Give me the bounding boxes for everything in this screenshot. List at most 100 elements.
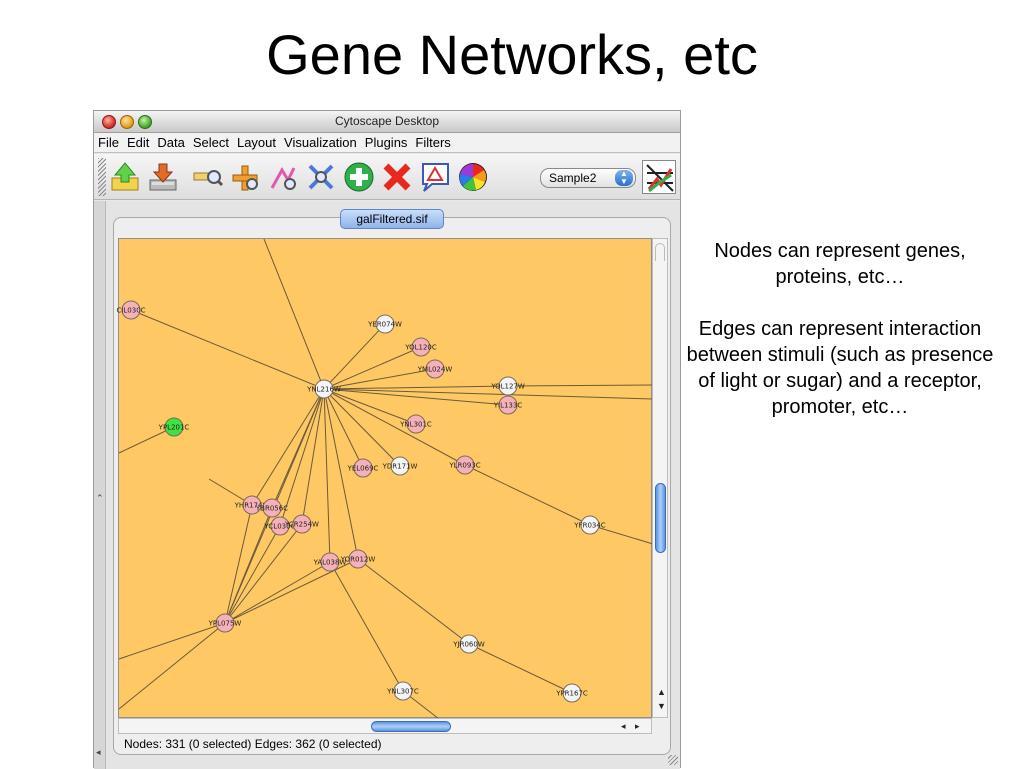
network-node[interactable] bbox=[390, 456, 410, 476]
network-node[interactable] bbox=[242, 495, 262, 515]
network-node-label: YDR171W bbox=[382, 463, 418, 471]
network-edge[interactable] bbox=[279, 388, 325, 527]
close-window-icon[interactable] bbox=[102, 115, 116, 129]
network-edge[interactable] bbox=[301, 388, 325, 525]
open-session-icon[interactable] bbox=[108, 160, 142, 194]
network-node[interactable] bbox=[562, 683, 582, 703]
network-edge[interactable] bbox=[323, 346, 422, 390]
network-edge[interactable] bbox=[224, 525, 281, 624]
network-node-label: YAL038W bbox=[313, 559, 347, 567]
toolbar: Sample2 ▲▼ bbox=[94, 154, 680, 200]
network-node[interactable] bbox=[348, 549, 368, 569]
network-node[interactable] bbox=[164, 417, 184, 437]
network-node[interactable] bbox=[498, 376, 518, 396]
color-wheel-icon[interactable] bbox=[456, 160, 490, 194]
vertical-scrollbar[interactable]: ▲ ▼ bbox=[652, 238, 668, 718]
menu-file[interactable]: File bbox=[98, 135, 119, 150]
add-icon[interactable] bbox=[342, 160, 376, 194]
toolbar-grip[interactable] bbox=[98, 158, 106, 196]
network-edge[interactable] bbox=[118, 622, 226, 710]
network-node[interactable] bbox=[455, 455, 475, 475]
left-panel-divider[interactable]: ⌃ ◂ bbox=[94, 201, 106, 769]
window-title: Cytoscape Desktop bbox=[334, 114, 440, 128]
network-edge[interactable] bbox=[224, 504, 253, 624]
network-edge[interactable] bbox=[130, 309, 325, 390]
menu-edit[interactable]: Edit bbox=[126, 135, 150, 150]
zoom-in-icon[interactable] bbox=[190, 160, 224, 194]
network-node[interactable] bbox=[498, 395, 518, 415]
menu-layout[interactable]: Layout bbox=[236, 135, 277, 150]
window-titlebar[interactable]: Cytoscape Desktop bbox=[94, 111, 680, 133]
network-edge[interactable] bbox=[263, 238, 325, 390]
zoom-window-icon[interactable] bbox=[138, 115, 152, 129]
network-edge[interactable] bbox=[118, 622, 226, 660]
network-node[interactable] bbox=[580, 515, 600, 535]
scroll-right-icon[interactable]: ▸ bbox=[635, 721, 640, 731]
network-node[interactable] bbox=[393, 681, 413, 701]
network-node[interactable] bbox=[353, 458, 373, 478]
network-node[interactable] bbox=[406, 414, 426, 434]
network-node[interactable] bbox=[425, 359, 445, 379]
horizontal-scroll-thumb[interactable] bbox=[371, 721, 451, 732]
network-edge[interactable] bbox=[224, 558, 359, 624]
network-node-label: YCL030C bbox=[264, 523, 296, 531]
menu-plugins[interactable]: Plugins bbox=[364, 135, 408, 150]
network-edge[interactable] bbox=[251, 388, 325, 506]
network-edge[interactable] bbox=[468, 643, 573, 694]
network-edge[interactable] bbox=[357, 558, 470, 645]
collapse-left-icon[interactable]: ◂ bbox=[96, 747, 101, 757]
network-edge[interactable] bbox=[323, 388, 401, 467]
network-edge[interactable] bbox=[464, 464, 591, 526]
network-node[interactable] bbox=[121, 300, 141, 320]
network-edge[interactable] bbox=[323, 388, 466, 466]
network-node[interactable] bbox=[320, 552, 340, 572]
network-node[interactable] bbox=[459, 634, 479, 654]
network-edge[interactable] bbox=[118, 426, 175, 454]
network-edge[interactable] bbox=[329, 561, 404, 692]
network-edge[interactable] bbox=[323, 388, 331, 563]
network-edge[interactable] bbox=[323, 323, 386, 390]
scroll-up-icon[interactable]: ▲ bbox=[657, 687, 666, 697]
delete-icon[interactable] bbox=[380, 160, 414, 194]
network-edge[interactable] bbox=[507, 384, 654, 387]
network-edge[interactable] bbox=[323, 388, 417, 425]
network-node[interactable] bbox=[292, 514, 312, 534]
vertical-scroll-thumb[interactable] bbox=[655, 483, 666, 553]
network-edge[interactable] bbox=[224, 561, 331, 624]
expand-left-icon[interactable]: ⌃ bbox=[96, 493, 104, 503]
network-node[interactable] bbox=[262, 498, 282, 518]
network-edge[interactable] bbox=[323, 388, 364, 469]
network-edge[interactable] bbox=[323, 388, 359, 560]
horizontal-scrollbar[interactable]: ◂ ▸ bbox=[118, 718, 652, 734]
zoom-out-icon[interactable] bbox=[228, 160, 262, 194]
network-node[interactable] bbox=[375, 314, 395, 334]
filter-icon[interactable] bbox=[642, 160, 676, 194]
menu-data[interactable]: Data bbox=[157, 135, 185, 150]
visual-style-select[interactable]: Sample2 ▲▼ bbox=[540, 168, 636, 188]
resize-handle[interactable] bbox=[668, 755, 678, 765]
network-edge[interactable] bbox=[224, 523, 303, 624]
network-edge[interactable] bbox=[323, 368, 436, 390]
zoom-fit-icon[interactable] bbox=[304, 160, 338, 194]
vizmapper-icon[interactable] bbox=[418, 160, 452, 194]
network-edge[interactable] bbox=[589, 524, 654, 545]
minimize-window-icon[interactable] bbox=[120, 115, 134, 129]
tab-network[interactable]: galFiltered.sif bbox=[340, 209, 444, 229]
network-node[interactable] bbox=[314, 379, 334, 399]
scroll-left-icon[interactable]: ◂ bbox=[621, 721, 626, 731]
scroll-down-icon[interactable]: ▼ bbox=[657, 701, 666, 711]
network-edge[interactable] bbox=[323, 388, 654, 400]
menu-visualization[interactable]: Visualization bbox=[284, 135, 357, 150]
network-node[interactable] bbox=[215, 613, 235, 633]
network-edge[interactable] bbox=[323, 385, 509, 390]
menu-filters[interactable]: Filters bbox=[415, 135, 451, 150]
save-icon[interactable] bbox=[146, 160, 180, 194]
network-edge[interactable] bbox=[224, 507, 273, 624]
network-edge[interactable] bbox=[323, 388, 509, 406]
zoom-selected-icon[interactable] bbox=[266, 160, 300, 194]
menu-select[interactable]: Select bbox=[192, 135, 229, 150]
network-node[interactable] bbox=[411, 337, 431, 357]
network-node[interactable] bbox=[270, 516, 290, 536]
